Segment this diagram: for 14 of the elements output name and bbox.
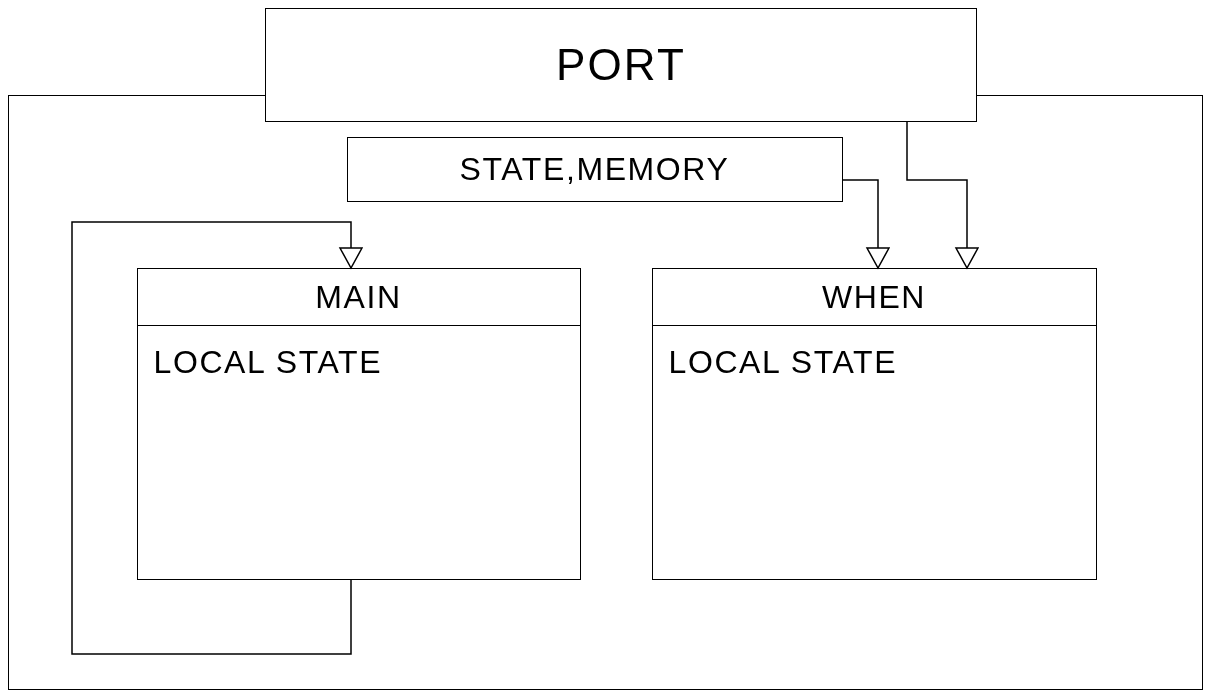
port-box bbox=[265, 8, 977, 122]
arrow bbox=[842, 179, 890, 269]
arrow bbox=[906, 121, 979, 269]
box-heading: WHEN bbox=[821, 277, 927, 317]
outer-box bbox=[8, 95, 1203, 690]
box-body-text: LOCAL STATE bbox=[153, 342, 383, 382]
box-heading: MAIN bbox=[315, 277, 402, 317]
box-label: PORT bbox=[555, 39, 687, 91]
main-box bbox=[136, 267, 581, 580]
box-label: STATE,MEMORY bbox=[459, 150, 730, 189]
arrow bbox=[71, 221, 363, 655]
when-box bbox=[651, 267, 1097, 580]
box-body-text: LOCAL STATE bbox=[668, 342, 898, 382]
state-memory-box bbox=[346, 136, 843, 202]
